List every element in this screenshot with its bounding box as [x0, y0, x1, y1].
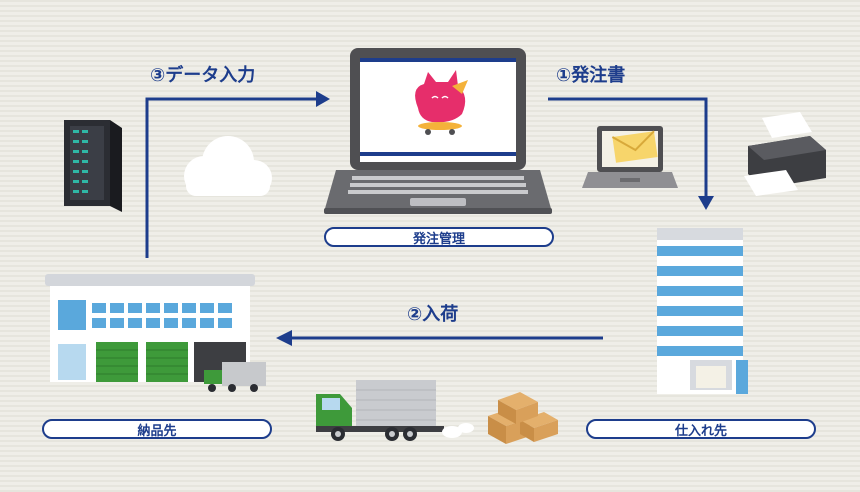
cardboard-boxes-icon — [488, 392, 558, 444]
cloud-icon — [184, 136, 272, 196]
node-supplier: 仕入れ先 — [586, 419, 816, 439]
office-building-icon — [657, 228, 748, 394]
step-label-data-entry: ③データ入力 — [150, 65, 256, 86]
step-label-receipt: ②入荷 — [407, 304, 459, 325]
arrow-data-entry — [145, 91, 330, 258]
server-rack-icon — [64, 120, 122, 212]
step-label-purchase-order: ①発注書 — [556, 65, 626, 86]
arrow-receipt — [276, 330, 603, 346]
cat-mascot-icon — [415, 70, 468, 135]
email-laptop-icon — [582, 126, 678, 188]
laptop-icon — [324, 48, 552, 214]
warehouse-icon — [45, 274, 266, 392]
node-order-management: 発注管理 — [324, 227, 554, 247]
node-delivery-destination: 納品先 — [42, 419, 272, 439]
arrow-purchase-order — [548, 97, 714, 210]
printer-icon — [744, 112, 826, 196]
truck-icon — [316, 380, 474, 441]
